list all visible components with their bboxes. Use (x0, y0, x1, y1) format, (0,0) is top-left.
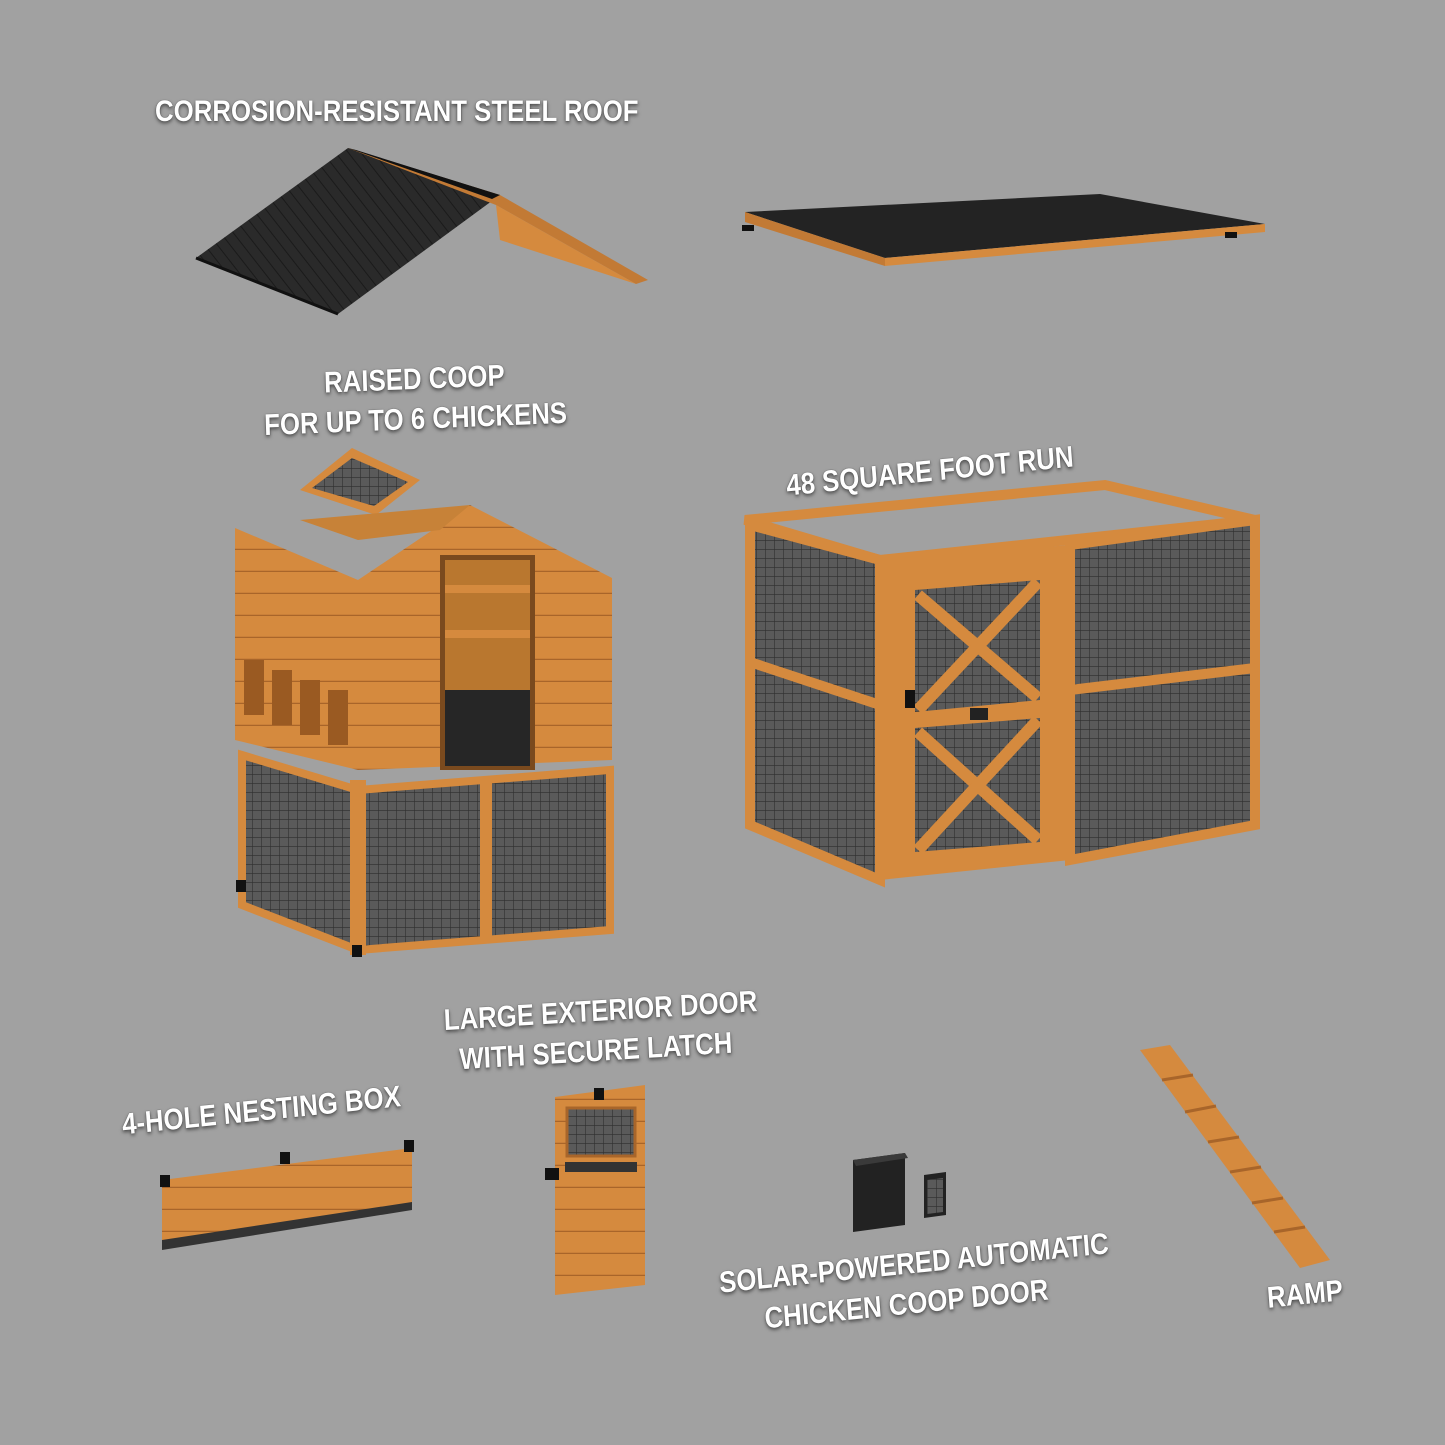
ramp (1140, 1045, 1330, 1268)
exterior-door (545, 1085, 645, 1295)
gable-steel-roof (195, 148, 648, 316)
flat-run-roof (742, 194, 1265, 266)
label-steel-roof: CORROSION-RESISTANT STEEL ROOF (155, 95, 639, 128)
label-raised-coop: RAISED COOP FOR UP TO 6 CHICKENS (238, 353, 593, 447)
solar-automatic-door (853, 1153, 946, 1232)
nesting-box-lid (160, 1140, 414, 1250)
chicken-run (743, 479, 1260, 888)
raised-coop (235, 448, 614, 957)
